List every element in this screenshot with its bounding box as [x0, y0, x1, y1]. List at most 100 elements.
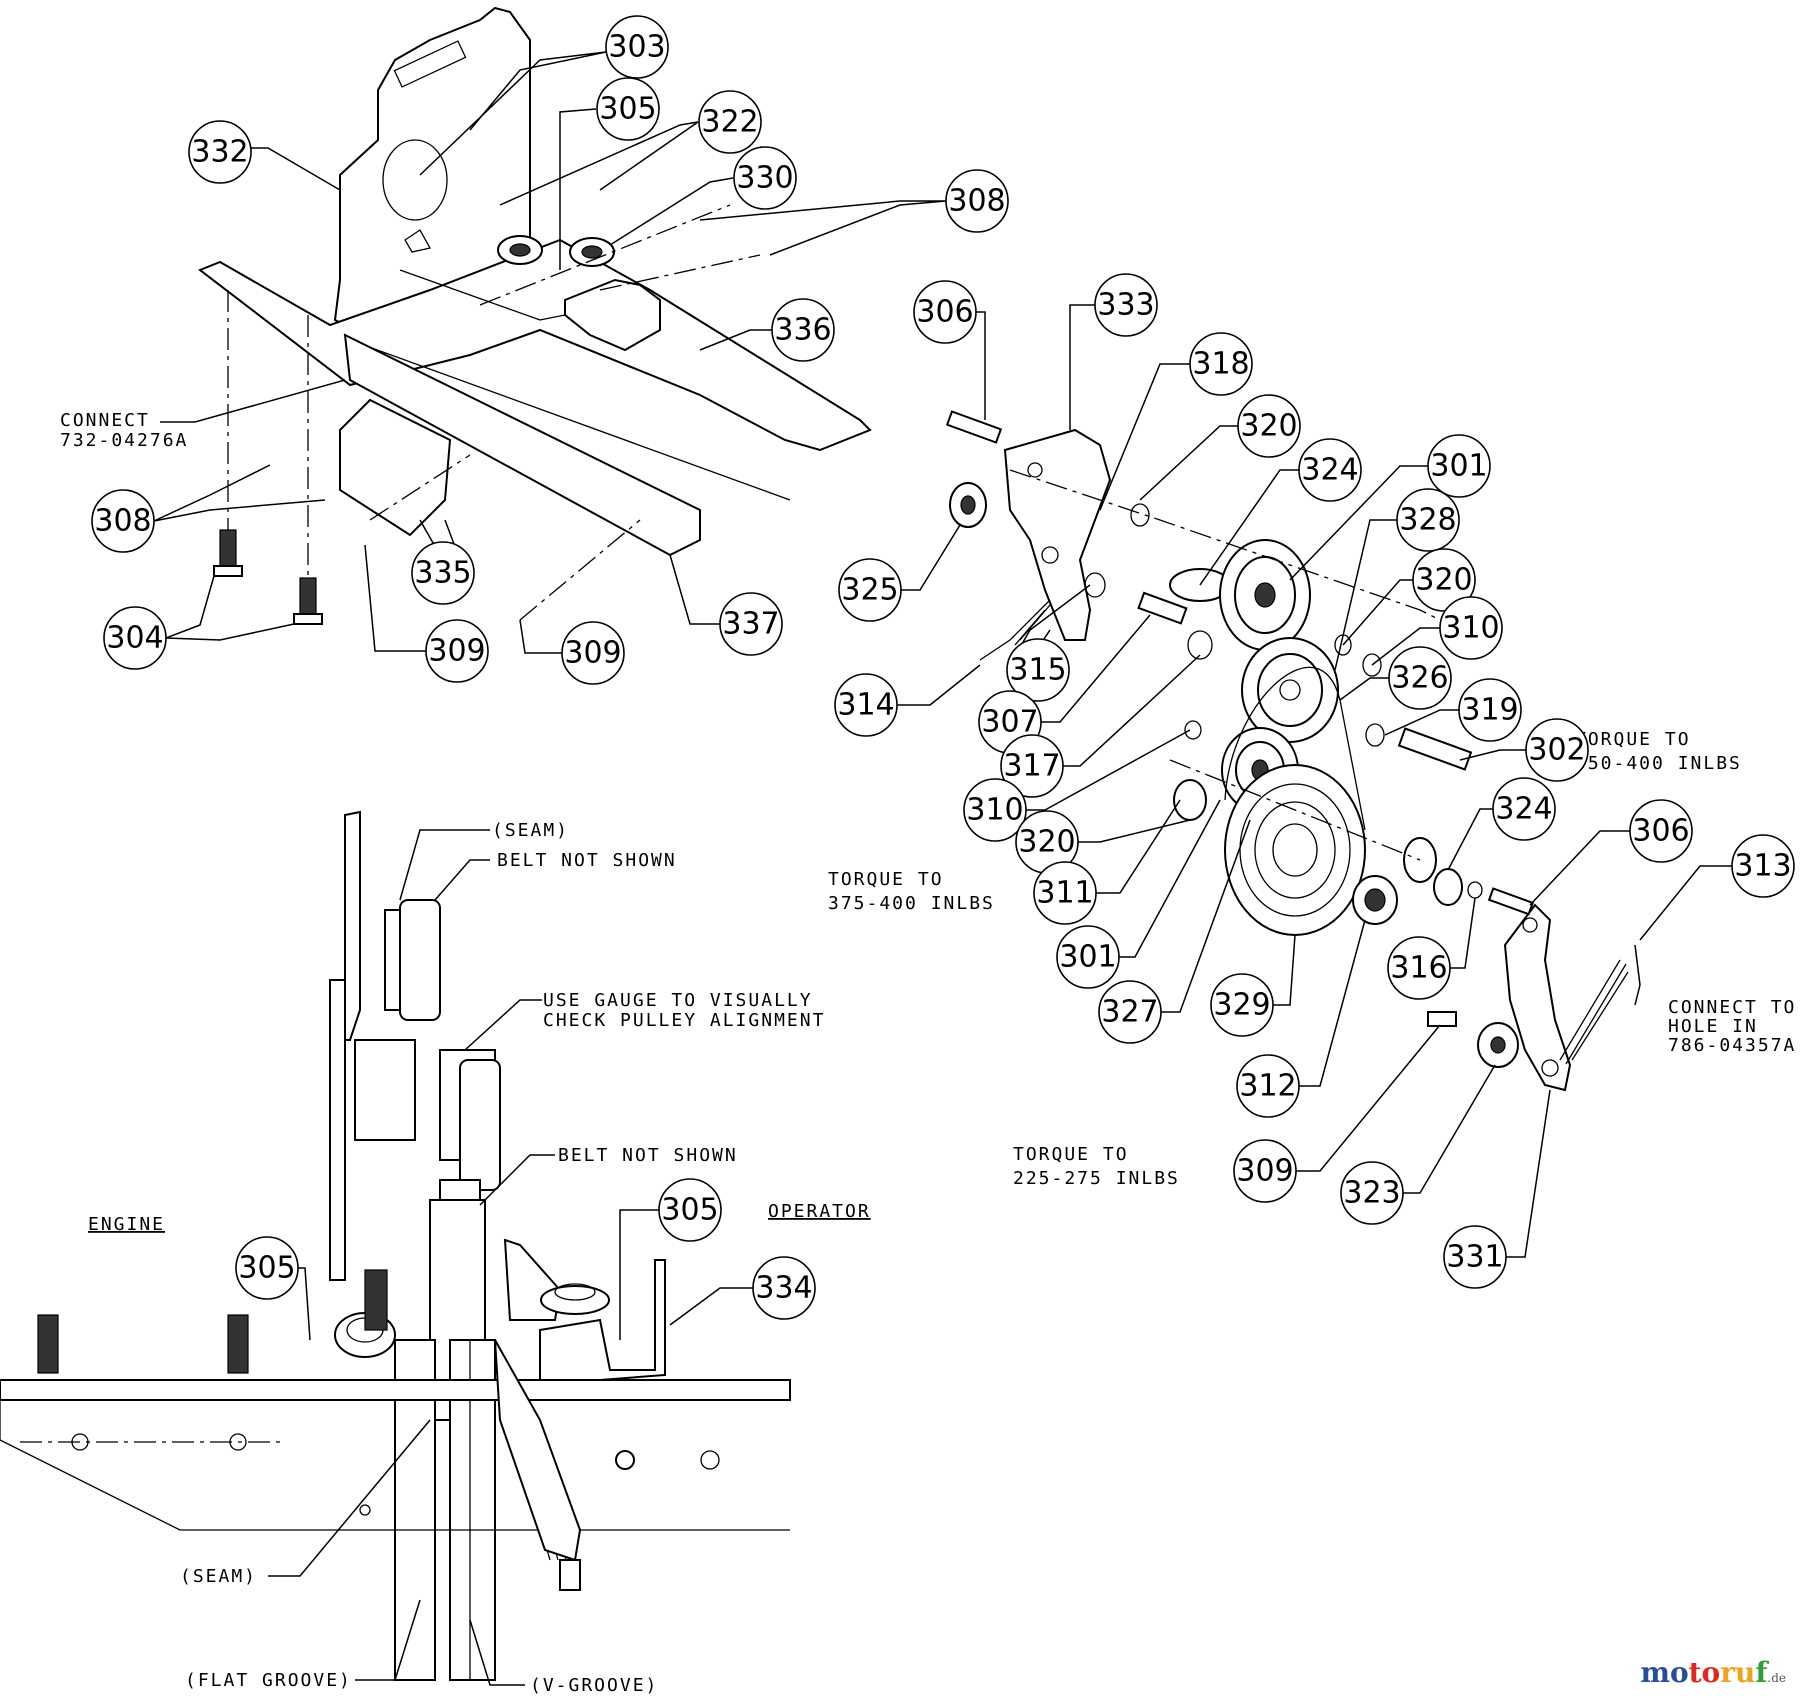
callout-319: 319: [1458, 678, 1522, 742]
callout-label: 325: [841, 573, 898, 608]
callout-label: 309: [1236, 1154, 1293, 1189]
callout-circle: [1443, 1225, 1507, 1289]
washers-lower-right: [1427, 868, 1535, 1068]
callout-label: 303: [608, 30, 665, 65]
note-connect-732-line1: CONNECT: [60, 410, 150, 431]
callout-label: 305: [599, 92, 656, 127]
callout-circle: [425, 619, 489, 683]
note-torque-225-line1: TORQUE TO: [1013, 1144, 1129, 1165]
callout-label: 307: [981, 705, 1038, 740]
spring-tensioner-bottom: [494, 1339, 582, 1591]
callout-302: 302: [1525, 718, 1589, 782]
callout-circle: [945, 169, 1009, 233]
motoruf-logo: motoruf.de: [1640, 1656, 1786, 1689]
note-torque-350-line1: TORQUE TO: [1575, 729, 1691, 750]
callout-circle: [834, 673, 898, 737]
callout-309: 309: [561, 621, 625, 685]
callout-circle: [1439, 596, 1503, 660]
callout-333: 333: [1094, 273, 1158, 337]
callout-329: 329: [1210, 973, 1274, 1037]
callout-label: 324: [1301, 453, 1358, 488]
callout-label: 305: [661, 1193, 718, 1228]
callout-circle: [719, 592, 783, 656]
callout-label: 315: [1009, 653, 1066, 688]
note-connect-786-line1: CONNECT TO: [1668, 997, 1796, 1018]
note-belt-not-shown-2: BELT NOT SHOWN: [558, 1145, 738, 1166]
bracket-335: [339, 398, 452, 537]
callout-320: 320: [1237, 394, 1301, 458]
note-gauge-line2: CHECK PULLEY ALIGNMENT: [543, 1010, 825, 1031]
callout-circle: [561, 621, 625, 685]
callout-label: 323: [1343, 1176, 1400, 1211]
pulley-stack: [1009, 469, 1473, 936]
callout-circle: [752, 1256, 816, 1320]
callout-circle: [913, 280, 977, 344]
callout-label: 320: [1415, 563, 1472, 598]
callout-circle: [1492, 777, 1556, 841]
callout-label: 322: [701, 105, 758, 140]
idler-arm-331: [1503, 903, 1572, 1092]
callout-circle: [1396, 488, 1460, 552]
notes: CONNECT 732-04276A TORQUE TO 350-400 INL…: [60, 410, 1796, 1696]
callout-309: 309: [1233, 1139, 1297, 1203]
callout-label: 335: [414, 556, 471, 591]
note-torque-350-line2: 350-400 INLBS: [1575, 753, 1742, 774]
callout-label: 324: [1495, 792, 1552, 827]
callout-320: 320: [1015, 810, 1079, 874]
callout-label: 301: [1430, 449, 1487, 484]
callout-label: 314: [837, 688, 894, 723]
callout-310: 310: [1439, 596, 1503, 660]
callout-label: 336: [774, 313, 831, 348]
callout-circle: [1236, 1054, 1300, 1118]
note-torque-375-line1: TORQUE TO: [828, 869, 944, 890]
callout-label: 301: [1059, 940, 1116, 975]
callout-label: 328: [1399, 503, 1456, 538]
callout-circle: [1340, 1161, 1404, 1225]
spacer-325: [949, 482, 987, 528]
callout-325: 325: [838, 558, 902, 622]
callout-label: 312: [1239, 1069, 1296, 1104]
callout-331: 331: [1443, 1225, 1507, 1289]
callout-label: 302: [1528, 733, 1585, 768]
callout-circle: [1525, 718, 1589, 782]
callout-circle: [1629, 799, 1693, 863]
callout-305: 305: [235, 1236, 299, 1300]
note-flat-groove: (FLAT GROOVE): [185, 1670, 352, 1691]
callout-circle: [1388, 646, 1452, 710]
callout-315: 315: [1006, 638, 1070, 702]
callout-circle: [596, 77, 660, 141]
callout-327: 327: [1098, 980, 1162, 1044]
callout-circle: [1412, 548, 1476, 612]
callout-336: 336: [771, 298, 835, 362]
callout-303: 303: [605, 15, 669, 79]
callout-circle: [411, 541, 475, 605]
callout-circle: [698, 90, 762, 154]
spring-314: [979, 599, 1051, 661]
callout-label: 330: [736, 161, 793, 196]
callout-circle: [1298, 438, 1362, 502]
callout-330: 330: [733, 146, 797, 210]
callout-circle: [1033, 861, 1097, 925]
pulley-bracket-top: [497, 235, 661, 352]
callout-337: 337: [719, 592, 783, 656]
callout-322: 322: [698, 90, 762, 154]
callout-314: 314: [834, 673, 898, 737]
callout-label: 309: [428, 634, 485, 669]
callout-301: 301: [1427, 434, 1491, 498]
callout-circle: [1731, 834, 1795, 898]
callout-324: 324: [1298, 438, 1362, 502]
callout-circle: [658, 1178, 722, 1242]
bracket-334: [539, 1259, 666, 1381]
callout-circle: [605, 15, 669, 79]
callout-circle: [963, 778, 1027, 842]
spring-305-bottom: [334, 1269, 396, 1358]
callout-label: 308: [94, 504, 151, 539]
note-seam-top: (SEAM): [492, 820, 569, 841]
callout-305: 305: [596, 77, 660, 141]
callout-310: 310: [963, 778, 1027, 842]
callout-label: 313: [1734, 849, 1791, 884]
callout-circle: [1000, 734, 1064, 798]
callout-label: 326: [1391, 661, 1448, 696]
note-v-groove: (V-GROOVE): [530, 1675, 658, 1696]
